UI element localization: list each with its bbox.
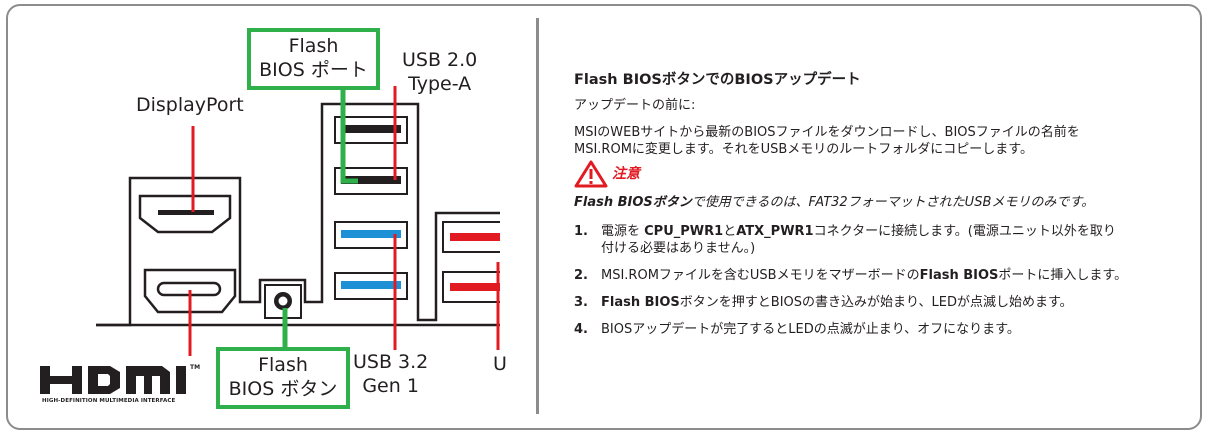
usb20-label: USB 2.0 Type-A (402, 48, 477, 96)
prep-line-2: MSI.ROMに変更します。それをUSBメモリのルートフォルダにコピーします。 (574, 142, 1034, 157)
flash-port-label-line2: BIOS ポート (259, 59, 368, 81)
flash-port-label-line1: Flash (288, 35, 339, 57)
flash-bios-button-callout: Flash BIOS ボタン (216, 347, 350, 409)
step-3-bold: Flash BIOS (601, 295, 680, 310)
usb32-port-top-tongue (341, 230, 401, 238)
steps-list: 1. 電源を CPU_PWR1とATX_PWR1コネクターに接続します。(電源ユ… (574, 223, 1194, 338)
intro-text: アップデートの前に: (574, 98, 696, 113)
content-frame (6, 4, 1202, 430)
hdmi-tm: TM (190, 364, 201, 371)
section-heading: Flash BIOSボタンでのBIOSアップデート (574, 72, 861, 88)
usb32-label-line1: USB 3.2 (353, 351, 429, 373)
step-2-post: ポートに挿入します。 (998, 268, 1128, 283)
usb20-label-line2: Type-A (408, 73, 472, 95)
hdmi-tagline: HIGH-DEFINITION MULTIMEDIA INTERFACE (42, 398, 176, 404)
flash-bios-port-callout: Flash BIOS ポート (247, 28, 380, 90)
warning-title: 注意 (612, 165, 640, 182)
step-number: 3. (574, 295, 588, 310)
flash-port-leader (340, 82, 358, 184)
step-1-bold-2: ATX_PWR1 (736, 224, 814, 239)
step-item: 4. BIOSアップデートが完了するとLEDの点滅が止まり、オフになります。 (574, 321, 1194, 338)
io-shield-outline (96, 102, 500, 327)
step-text: Flash BIOSボタンを押すとBIOSの書き込みが始まり、LEDが点滅し始め… (601, 294, 1073, 311)
step-1-line-2: 付ける必要はありません。) (601, 241, 756, 256)
usb-red-port-top-tongue (450, 233, 500, 241)
step-2-bold: Flash BIOS (919, 268, 999, 283)
column-divider (536, 18, 539, 414)
step-1-post: コネクターに接続します。(電源ユニット以外を取り (813, 224, 1116, 239)
step-number: 2. (574, 268, 588, 283)
step-1-pre: 電源を (601, 224, 645, 239)
flash-button-label-line2: BIOS ボタン (228, 378, 338, 400)
usb32-port-bottom-tongue (341, 281, 401, 289)
usb32-label-line2: Gen 1 (362, 375, 419, 397)
step-text: MSI.ROMファイルを含むUSBメモリをマザーボードのFlash BIOSポー… (601, 267, 1127, 284)
displayport-label: DisplayPort (136, 94, 244, 116)
step-text: 電源を CPU_PWR1とATX_PWR1コネクターに接続します。(電源ユニット… (601, 223, 1116, 257)
usb-cropped-label: U (493, 353, 507, 375)
step-text: BIOSアップデートが完了するとLEDの点滅が止まり、オフになります。 (601, 322, 1020, 337)
warning-triangle-icon (574, 160, 608, 188)
note-bold: Flash BIOSボタン (574, 195, 692, 210)
step-1-mid: と (723, 224, 737, 239)
step-item: 3. Flash BIOSボタンを押すとBIOSの書き込みが始まり、LEDが点滅… (574, 294, 1194, 311)
hdmi-logo (40, 366, 186, 394)
flash-button-label-line1: Flash (258, 354, 308, 376)
displayport-inner (158, 210, 214, 215)
usb-red-port-bottom-tongue (450, 283, 500, 291)
warning-note: Flash BIOSボタンで使用できるのは、FAT32フォーマットされたUSBメ… (574, 194, 1194, 211)
instructions-panel: Flash BIOSボタンでのBIOSアップデート アップデートの前に: MSI… (574, 72, 1194, 348)
rear-io-diagram (40, 82, 500, 394)
prep-line-1: MSIのWEBサイトから最新のBIOSファイルをダウンロードし、BIOSファイル… (574, 125, 1080, 140)
step-2-pre: MSI.ROMファイルを含むUSBメモリをマザーボードの (601, 268, 920, 283)
step-item: 1. 電源を CPU_PWR1とATX_PWR1コネクターに接続します。(電源ユ… (574, 223, 1194, 257)
step-number: 1. (574, 224, 588, 239)
step-3-post: ボタンを押すとBIOSの書き込みが始まり、LEDが点滅し始めます。 (679, 295, 1073, 310)
step-number: 4. (574, 322, 588, 337)
usb20-port-bottom-tongue (341, 176, 401, 184)
note-rest: で使用できるのは、FAT32フォーマットされたUSBメモリのみです。 (691, 195, 1095, 210)
usb32-label: USB 3.2 Gen 1 (353, 350, 428, 398)
warning-row: 注意 (574, 160, 1194, 188)
usb20-port-top-tongue (341, 125, 401, 133)
step-1-bold-1: CPU_PWR1 (644, 224, 724, 239)
usb20-label-line1: USB 2.0 (402, 49, 478, 71)
flash-bios-button-ring (278, 296, 288, 306)
step-item: 2. MSI.ROMファイルを含むUSBメモリをマザーボードのFlash BIO… (574, 267, 1194, 284)
prep-text: MSIのWEBサイトから最新のBIOSファイルをダウンロードし、BIOSファイル… (574, 124, 1194, 158)
